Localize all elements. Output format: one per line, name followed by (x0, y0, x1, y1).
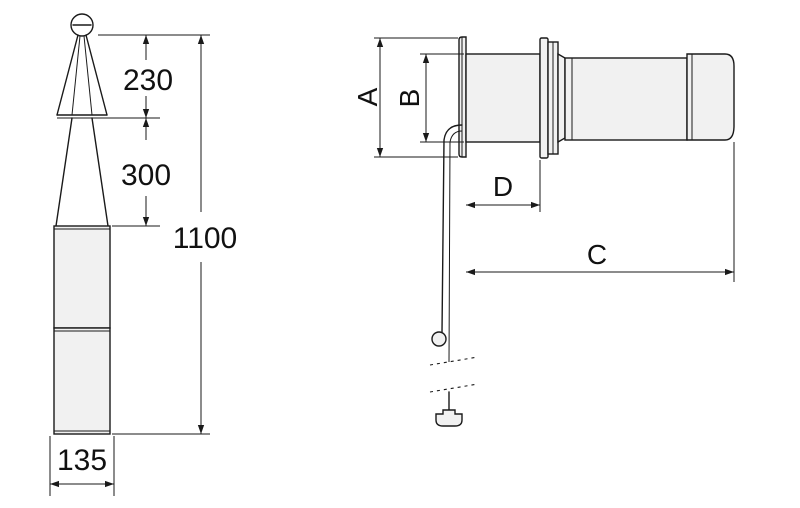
dim-label-b: B (394, 89, 425, 108)
ring-handle (70, 13, 94, 37)
dimension-1100: 1100 (173, 35, 238, 434)
outer-tube (564, 57, 688, 141)
dim-label-1100: 1100 (173, 222, 238, 255)
left-view: 230 300 1100 135 (49, 13, 238, 496)
dimension-230: 230 (123, 35, 173, 118)
cord-ball (431, 331, 447, 347)
cord-handle (435, 409, 463, 427)
dimension-135: 135 (50, 444, 114, 488)
dim-label-c: C (587, 239, 607, 270)
dim-label-230: 230 (123, 64, 173, 97)
front-flange (458, 36, 467, 158)
cone-frame (56, 34, 108, 119)
dimension-300: 300 (121, 118, 171, 226)
dim-label-d: D (493, 171, 513, 202)
pull-cord (429, 124, 479, 427)
dimension-c: C (466, 239, 734, 276)
dimension-a: A (352, 38, 384, 157)
dimension-d: D (466, 171, 540, 209)
dim-label-a: A (352, 87, 383, 106)
lock-nut (539, 37, 566, 159)
tube-body (53, 225, 111, 435)
dimension-b: B (394, 54, 430, 142)
end-cap (686, 53, 735, 141)
cone-body (55, 117, 109, 227)
dim-label-135: 135 (57, 444, 107, 477)
dim-label-300: 300 (121, 159, 171, 192)
inner-tube (465, 53, 541, 143)
right-view: A B D C (352, 36, 735, 427)
